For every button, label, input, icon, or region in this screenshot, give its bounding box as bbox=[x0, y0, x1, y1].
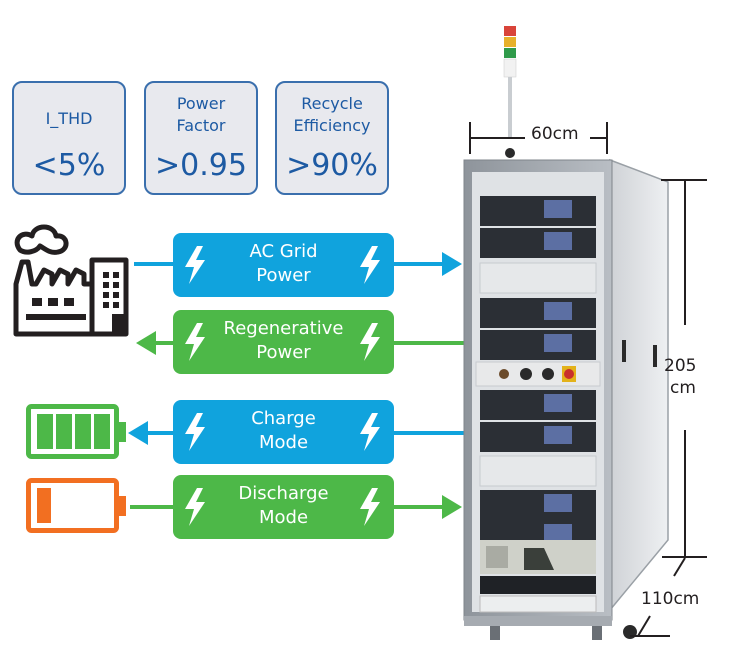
bolt-icon bbox=[360, 488, 380, 526]
power-module bbox=[479, 390, 597, 550]
spec-value: >0.95 bbox=[155, 148, 247, 183]
spec-value: <5% bbox=[32, 148, 106, 183]
width-dimension-line-left bbox=[470, 137, 525, 139]
charge-arrowhead-icon bbox=[128, 421, 148, 445]
flow-label-line1: AC Grid bbox=[249, 241, 318, 262]
spec-box-power-factor: Power Factor >0.95 bbox=[144, 81, 258, 195]
stack-light-icon bbox=[503, 26, 517, 158]
battery-full-icon bbox=[26, 404, 126, 459]
flow-label: AC Grid Power bbox=[213, 240, 354, 288]
spec-value: >90% bbox=[286, 148, 378, 183]
spec-label-line2: Efficiency bbox=[293, 116, 371, 135]
bolt-icon bbox=[360, 413, 380, 451]
bolt-icon bbox=[360, 246, 380, 284]
regen-line-left bbox=[154, 341, 174, 345]
discharge-arrowhead-icon bbox=[442, 495, 462, 519]
flow-label-line2: Mode bbox=[258, 507, 309, 528]
flow-ac-grid-power: AC Grid Power bbox=[173, 233, 394, 297]
spec-box-recycle-efficiency: Recycle Efficiency >90% bbox=[275, 81, 389, 195]
flow-charge-mode: Charge Mode bbox=[173, 400, 394, 464]
height-dimension-tick-bottom bbox=[662, 556, 707, 558]
width-dimension-line-right bbox=[590, 137, 606, 139]
spec-label-line1: Power bbox=[176, 94, 226, 113]
bolt-icon bbox=[185, 323, 205, 361]
depth-dimension-lines bbox=[630, 557, 686, 637]
flow-label: Charge Mode bbox=[213, 407, 354, 455]
flow-label-line2: Mode bbox=[258, 432, 309, 453]
height-dimension-line-top bbox=[684, 179, 686, 325]
ac-grid-arrowhead-icon bbox=[442, 252, 462, 276]
test-cabinet-photo bbox=[463, 26, 669, 640]
regen-arrowhead-icon bbox=[136, 331, 156, 355]
bolt-icon bbox=[360, 323, 380, 361]
height-dimension-unit: cm bbox=[670, 378, 696, 398]
flow-label-line1: Charge bbox=[251, 408, 316, 429]
battery-low-icon bbox=[26, 478, 126, 533]
ac-grid-line-left bbox=[134, 262, 174, 266]
flow-label-line1: Discharge bbox=[238, 483, 329, 504]
height-dimension-line-bottom bbox=[684, 430, 686, 557]
discharge-line-left bbox=[130, 505, 174, 509]
spec-label: I_THD bbox=[45, 109, 93, 128]
flow-label-line2: Power bbox=[256, 265, 311, 286]
width-dimension-label: 60cm bbox=[531, 124, 579, 144]
spec-box-ithd: I_THD <5% bbox=[12, 81, 126, 195]
discharge-line-right bbox=[394, 505, 444, 509]
control-panel bbox=[475, 361, 601, 387]
charge-line-left bbox=[146, 431, 174, 435]
power-module bbox=[479, 196, 597, 360]
spec-label-line2: Factor bbox=[176, 116, 226, 135]
industrial-pc bbox=[480, 540, 596, 574]
spec-label-line1: Recycle bbox=[301, 94, 363, 113]
regen-line-right bbox=[394, 341, 464, 345]
flow-label: Regenerative Power bbox=[213, 317, 354, 365]
flow-label: Discharge Mode bbox=[213, 482, 354, 530]
bolt-icon bbox=[185, 488, 205, 526]
charge-line-right bbox=[394, 431, 464, 435]
width-dimension-tick-right bbox=[606, 122, 608, 154]
flow-discharge-mode: Discharge Mode bbox=[173, 475, 394, 539]
flow-label-line1: Regenerative bbox=[223, 318, 344, 339]
bolt-icon bbox=[185, 246, 205, 284]
factory-icon bbox=[13, 224, 129, 337]
depth-dimension-label: 110cm bbox=[641, 589, 700, 609]
bolt-icon bbox=[185, 413, 205, 451]
height-dimension-value: 205 bbox=[664, 356, 697, 376]
ac-grid-line-right bbox=[394, 262, 444, 266]
flow-regenerative-power: Regenerative Power bbox=[173, 310, 394, 374]
flow-label-line2: Power bbox=[256, 342, 311, 363]
